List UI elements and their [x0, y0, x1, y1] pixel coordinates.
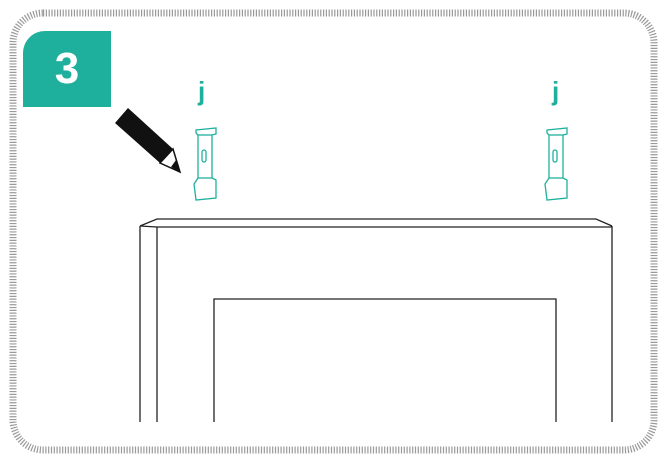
frame-drawing	[139, 218, 613, 422]
pencil-icon	[115, 108, 182, 174]
part-label-right: j	[552, 76, 560, 106]
panel-border	[9, 9, 658, 454]
step-badge: 3	[23, 31, 111, 107]
wall-bracket-icon	[193, 127, 217, 201]
wall-bracket-icon	[544, 127, 568, 201]
part-label-left: j	[198, 76, 206, 106]
step-number: 3	[54, 44, 80, 93]
